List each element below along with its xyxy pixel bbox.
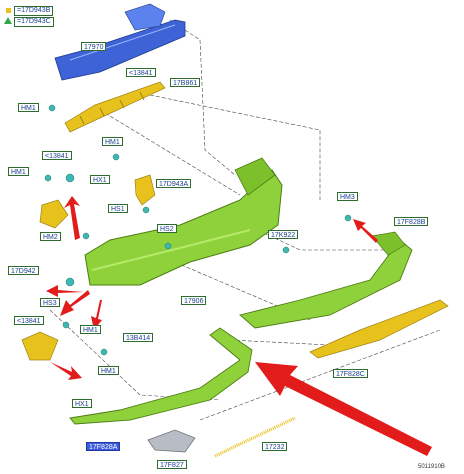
diagram-reference: 5011910B: [418, 464, 445, 470]
legend-code-1: =17D943B: [14, 6, 54, 16]
diffuser: [309, 299, 449, 359]
callout-hm1-lower[interactable]: HM1: [80, 325, 101, 334]
callout-17906[interactable]: 17906: [181, 296, 207, 305]
callout-13841-left[interactable]: <13841: [42, 151, 72, 160]
callout-hm1-bottom[interactable]: HM1: [98, 366, 119, 375]
side-bracket-right: [134, 174, 156, 206]
valance-end: [371, 231, 406, 256]
callout-13841-top[interactable]: <13841: [126, 68, 156, 77]
callout-17K922[interactable]: 17K922: [268, 230, 299, 239]
callout-hm1-center[interactable]: HM1: [102, 137, 123, 146]
callout-hm3[interactable]: HM3: [337, 192, 358, 201]
callout-17F827[interactable]: 17F827: [157, 460, 187, 469]
legend-item-2: =17D943C: [14, 17, 54, 27]
red-arrows: [46, 196, 432, 456]
callout-17970[interactable]: 17970: [81, 42, 107, 51]
side-bracket-left: [39, 199, 69, 229]
callout-17F828A[interactable]: 17F828A: [86, 442, 121, 451]
callout-hm1-left[interactable]: HM1: [8, 167, 29, 176]
shield-part: [147, 429, 196, 453]
callout-hx1-bottom[interactable]: HX1: [72, 399, 92, 408]
lower-side-bracket: [21, 331, 59, 361]
reinforcement-beam: [54, 3, 186, 81]
upper-bracket: [64, 81, 166, 133]
callout-hs1[interactable]: HS1: [108, 204, 128, 213]
callout-hs2[interactable]: HS2: [157, 224, 177, 233]
legend-item-1: =17D943B: [14, 6, 54, 16]
lower-valance: [69, 327, 253, 425]
callout-17F828C[interactable]: 17F828C: [333, 369, 368, 378]
legend-triangle-swatch: [4, 17, 12, 24]
clips: [44, 104, 352, 356]
callout-17232[interactable]: 17232: [262, 442, 288, 451]
callout-hm2[interactable]: HM2: [40, 232, 61, 241]
callout-13B414[interactable]: 13B414: [123, 333, 154, 342]
callout-17D943A[interactable]: 17D943A: [156, 179, 192, 188]
legend-square-swatch: [6, 8, 11, 13]
legend-code-2: =17D943C: [14, 17, 54, 27]
trim-strip: [214, 416, 296, 458]
upper-valance: [239, 239, 413, 329]
callout-13841-bottom[interactable]: <13841: [14, 316, 44, 325]
callout-hs3[interactable]: HS3: [40, 298, 60, 307]
callout-hx1-top[interactable]: HX1: [90, 175, 110, 184]
callout-17F828B[interactable]: 17F828B: [394, 217, 429, 226]
callout-17B861[interactable]: 17B861: [170, 78, 201, 87]
callout-hm1-top[interactable]: HM1: [18, 103, 39, 112]
callout-17D942[interactable]: 17D942: [8, 266, 39, 275]
